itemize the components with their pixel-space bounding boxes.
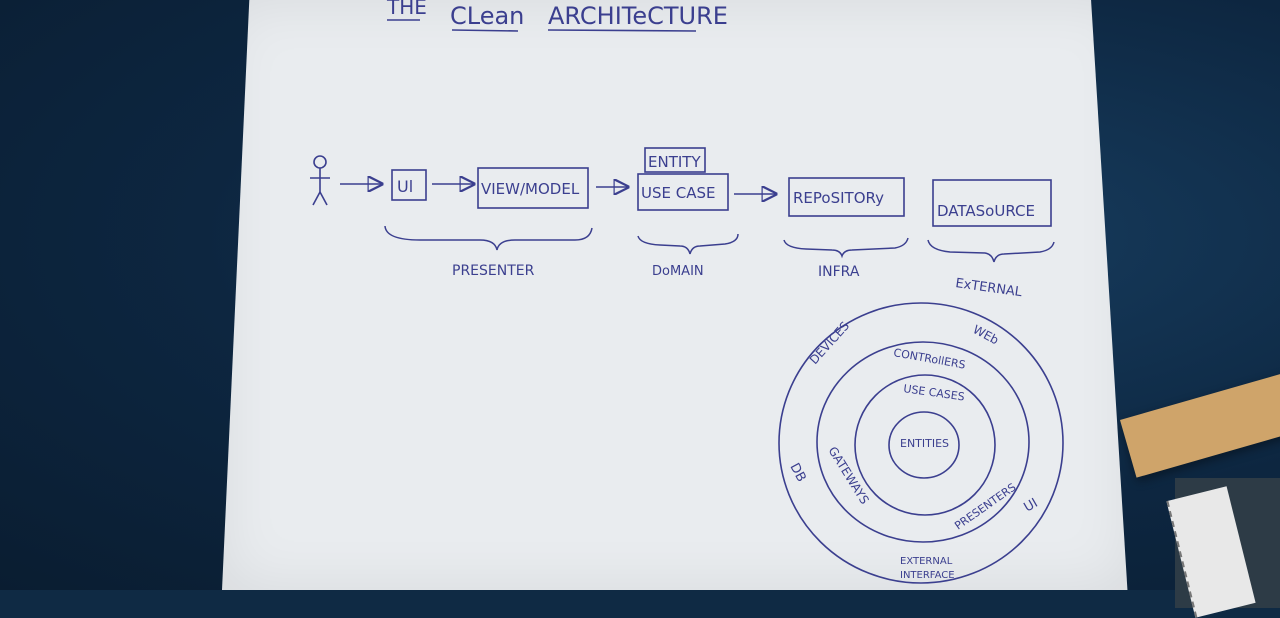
usecase-label: USE CASE — [641, 184, 715, 202]
datasource-box — [932, 179, 1052, 227]
entity-label: ENTITY — [648, 153, 701, 171]
flow-arrows — [340, 184, 776, 194]
actor-icon — [310, 155, 330, 206]
entity-box — [644, 147, 706, 173]
ring-usecases — [854, 374, 996, 516]
onion-controllers: CONTRollERS — [892, 346, 966, 371]
hand-drawn-diagram: THE CLean ARCHITeCTURE ENTITY Ul VIEW/MO… — [310, 0, 1064, 584]
title-word-clean: CLean — [450, 2, 524, 30]
title-word-architecture: ARCHITeCTURE — [548, 2, 728, 30]
domain-label: DoMAIN — [652, 264, 704, 279]
datasource-label: DATASoURCE — [937, 202, 1035, 220]
ui-box — [391, 169, 427, 201]
onion-gateways: GATEWAYS — [825, 444, 871, 506]
repository-box — [788, 177, 905, 217]
external-label: ExTERNAL — [954, 276, 1023, 300]
infra-label: INFRA — [818, 264, 860, 280]
external-brace — [927, 239, 1055, 263]
viewmodel-box — [477, 167, 589, 209]
ring-frameworks — [778, 302, 1064, 584]
onion-web: WEb — [971, 322, 1001, 347]
diagram-title: THE CLean ARCHITeCTURE — [386, 0, 728, 32]
ui-label: Ul — [397, 177, 413, 196]
infra-brace — [783, 237, 909, 259]
onion-external-line2: INTERFACE — [900, 570, 955, 581]
ring-entities — [888, 411, 960, 479]
onion-presenters: PRESENTERS — [952, 481, 1018, 533]
onion-external-line1: EXTERNAL — [900, 556, 953, 567]
repository-label: REPoSITORy — [793, 189, 884, 207]
ring-adapters — [816, 341, 1030, 543]
presenter-brace — [384, 225, 593, 251]
onion-diagram — [778, 302, 1064, 584]
domain-brace — [637, 233, 739, 255]
viewmodel-label: VIEW/MODEL — [481, 180, 580, 198]
onion-ui: UI — [1022, 496, 1041, 516]
presenter-label: PRESENTER — [452, 263, 535, 279]
onion-db: DB — [786, 461, 808, 485]
usecase-box — [637, 173, 729, 211]
onion-usecases: USE CASES — [903, 382, 966, 403]
title-word-the: THE — [386, 0, 427, 19]
flow-boxes — [391, 147, 1052, 227]
group-braces — [384, 225, 1055, 263]
onion-entities: ENTITIES — [900, 437, 949, 450]
onion-devices: DEVICES — [807, 319, 852, 367]
